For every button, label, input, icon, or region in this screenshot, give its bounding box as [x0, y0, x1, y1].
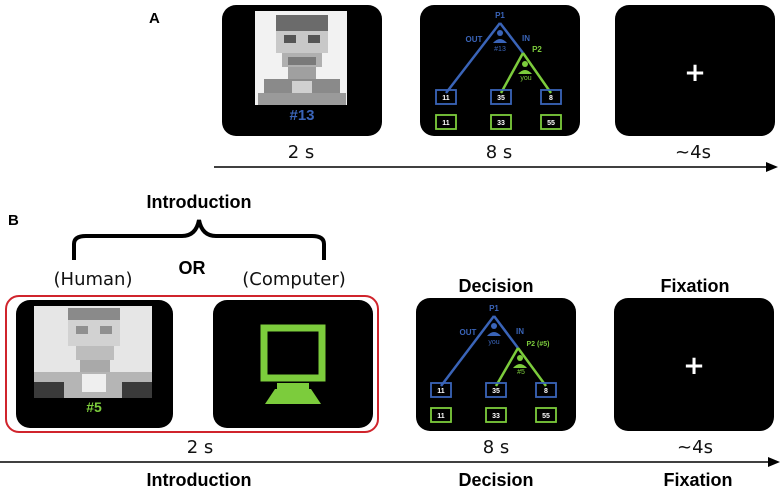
computer-icon — [260, 324, 326, 404]
payoff-bottom-2: 33 — [497, 120, 505, 127]
p2-id-label: #5 — [517, 369, 525, 376]
payoff-top-2: 35 — [497, 95, 505, 102]
fixation-cross-icon: + — [683, 351, 705, 381]
phase-label-decision: Decision — [458, 470, 534, 490]
person-icon-p1 — [493, 30, 507, 43]
decision-tree-panel-a: P1 OUT IN #13 P2 you 11 35 8 11 33 55 — [420, 5, 580, 136]
decision-title: Decision — [458, 276, 534, 296]
pixelated-face-image — [34, 306, 152, 398]
face-id-label: #5 — [86, 399, 102, 415]
fixation-panel-b: + — [614, 298, 774, 431]
p1-id-label: you — [488, 339, 499, 346]
in-label: IN — [516, 327, 524, 336]
fixation-cross-icon: + — [684, 58, 706, 88]
time-label-a-3: ~4s — [675, 142, 711, 163]
time-label-b-1: 2 s — [186, 437, 214, 458]
person-icon-p1 — [487, 323, 501, 336]
introduction-title: Introduction — [146, 192, 252, 212]
timeline-arrow-b — [0, 457, 780, 467]
curly-brace — [72, 219, 326, 260]
person-icon-p2 — [513, 355, 527, 368]
p1-label: P1 — [495, 11, 505, 20]
time-label-b-3: ~4s — [677, 437, 713, 458]
introduction-frame — [5, 295, 379, 433]
face-panel-a: #13 — [222, 5, 382, 136]
payoff-bottom-3: 55 — [547, 120, 555, 127]
payoff-top-1: 11 — [442, 95, 450, 102]
computer-label: (Computer) — [242, 269, 346, 290]
face-pixels — [258, 15, 346, 105]
person-icon-p2 — [518, 61, 532, 74]
face-panel-b: #5 — [16, 300, 173, 428]
decision-tree-a: P1 OUT IN #13 P2 you 11 35 8 11 33 55 — [435, 11, 562, 130]
phase-label-introduction: Introduction — [146, 470, 252, 490]
p1-label: P1 — [489, 304, 499, 313]
payoff-top-3: 8 — [544, 388, 548, 395]
p2-label: P2 (#5) — [527, 341, 550, 348]
timeline-arrow-a — [214, 162, 778, 172]
p2-id-label: you — [520, 75, 531, 82]
section-a-letter: A — [149, 10, 160, 27]
phase-label-fixation: Fixation — [663, 470, 733, 490]
out-label: OUT — [466, 35, 483, 44]
or-label: OR — [178, 258, 206, 278]
human-label: (Human) — [53, 269, 133, 290]
in-label: IN — [522, 34, 530, 43]
decision-tree-b: P1 OUT IN you P2 (#5) #5 11 35 8 11 33 5… — [430, 304, 557, 423]
payoff-top-1: 11 — [437, 388, 445, 395]
decision-tree-panel-b: P1 OUT IN you P2 (#5) #5 11 35 8 11 33 5… — [416, 298, 576, 431]
payoff-top-2: 35 — [492, 388, 500, 395]
face-id-label: #13 — [289, 107, 315, 124]
fixation-panel-a: + — [615, 5, 775, 136]
p1-id-label: #13 — [494, 46, 506, 53]
time-label-a-1: 2 s — [287, 142, 315, 163]
payoff-bottom-2: 33 — [492, 413, 500, 420]
p2-label: P2 — [532, 45, 542, 54]
section-b-letter: B — [8, 212, 19, 229]
fixation-title: Fixation — [660, 276, 730, 296]
payoff-top-3: 8 — [549, 95, 553, 102]
payoff-bottom-1: 11 — [437, 413, 445, 420]
pixelated-face-image — [255, 11, 347, 105]
out-label: OUT — [460, 328, 477, 337]
computer-panel — [213, 300, 373, 428]
payoff-bottom-3: 55 — [542, 413, 550, 420]
payoff-bottom-1: 11 — [442, 120, 450, 127]
time-label-b-2: 8 s — [482, 437, 510, 458]
time-label-a-2: 8 s — [485, 142, 513, 163]
